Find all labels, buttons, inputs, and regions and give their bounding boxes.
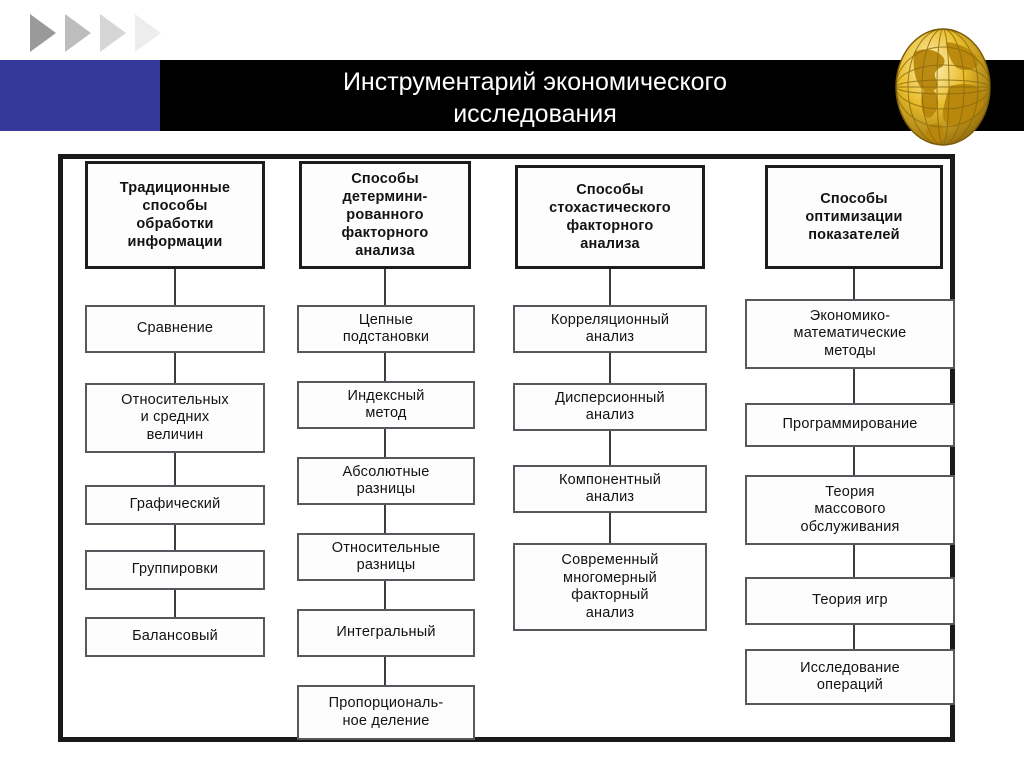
- column-3-item-3-label: Современный многомерный факторный анализ: [561, 552, 659, 621]
- column-1-item-0[interactable]: Сравнение: [85, 305, 265, 353]
- connector-c4-h: [853, 269, 855, 299]
- connector-c3-0: [609, 353, 611, 383]
- column-2-item-5[interactable]: Пропорциональ- ное деление: [297, 685, 475, 740]
- column-1-header-label: Традиционные способы обработки информаци…: [119, 180, 231, 250]
- column-4-header[interactable]: Способы оптимизации показателей: [765, 165, 943, 269]
- column-1-item-1-label: Относительных и средних величин: [121, 391, 229, 443]
- column-2-item-2[interactable]: Абсолютные разницы: [297, 457, 475, 505]
- column-4-item-1[interactable]: Программирование: [745, 403, 955, 447]
- column-1-item-4[interactable]: Балансовый: [85, 617, 265, 657]
- connector-c2-2: [384, 505, 386, 533]
- connector-c2-4: [384, 657, 386, 685]
- connector-c2-1: [384, 429, 386, 457]
- arrow-4-icon: [135, 14, 161, 52]
- column-4-item-2-label: Теория массового обслуживания: [800, 483, 900, 535]
- page-title-line-1: Инструментарий экономического: [342, 68, 728, 96]
- column-1-item-4-label: Балансовый: [132, 628, 218, 645]
- connector-c1-0: [174, 353, 176, 383]
- column-2-item-2-label: Абсолютные разницы: [342, 463, 430, 498]
- connector-c2-0: [384, 353, 386, 381]
- column-4-item-4[interactable]: Исследование операций: [745, 649, 955, 705]
- column-3-header[interactable]: Способы стохастического факторного анали…: [515, 165, 705, 269]
- connector-c1-h: [174, 269, 176, 305]
- arrow-1-icon: [30, 14, 56, 52]
- column-1-header[interactable]: Традиционные способы обработки информаци…: [85, 161, 265, 269]
- column-4-item-0[interactable]: Экономико- математические методы: [745, 299, 955, 369]
- page-title: Инструментарий экономического исследован…: [190, 58, 880, 138]
- connector-c4-3: [853, 625, 855, 649]
- column-1-item-0-label: Сравнение: [136, 320, 214, 337]
- globe-icon: [895, 28, 991, 146]
- connector-c3-h: [609, 269, 611, 305]
- column-2-item-0[interactable]: Цепные подстановки: [297, 305, 475, 353]
- column-4-item-0-label: Экономико- математические методы: [793, 307, 907, 359]
- connector-c4-1: [853, 447, 855, 475]
- column-4-item-3[interactable]: Теория игр: [745, 577, 955, 625]
- column-3-item-2-label: Компонентный анализ: [558, 471, 662, 506]
- column-2-item-5-label: Пропорциональ- ное деление: [328, 695, 444, 729]
- arrow-3-icon: [100, 14, 126, 52]
- column-4-header-label: Способы оптимизации показателей: [805, 191, 903, 243]
- column-2-item-4[interactable]: Интегральный: [297, 609, 475, 657]
- column-1-item-1[interactable]: Относительных и средних величин: [85, 383, 265, 453]
- column-3-item-3[interactable]: Современный многомерный факторный анализ: [513, 543, 707, 631]
- column-3-item-2[interactable]: Компонентный анализ: [513, 465, 707, 513]
- column-4-item-2[interactable]: Теория массового обслуживания: [745, 475, 955, 545]
- connector-c4-0: [853, 369, 855, 403]
- column-3-item-1-label: Дисперсионный анализ: [555, 389, 665, 424]
- column-1-item-2-label: Графический: [129, 496, 221, 513]
- header-accent-block: [0, 60, 160, 131]
- column-2-item-4-label: Интегральный: [336, 624, 436, 641]
- column-1-item-2[interactable]: Графический: [85, 485, 265, 525]
- connector-c4-2: [853, 545, 855, 577]
- column-4-item-3-label: Теория игр: [812, 592, 888, 609]
- column-3-item-0-label: Корреляционный анализ: [550, 311, 670, 346]
- diagram-frame: Традиционные способы обработки информаци…: [58, 154, 955, 742]
- connector-c2-3: [384, 581, 386, 609]
- connector-c1-3: [174, 590, 176, 617]
- page-title-line-2: исследования: [453, 100, 617, 128]
- arrow-2-icon: [65, 14, 91, 52]
- column-3-header-label: Способы стохастического факторного анали…: [549, 182, 671, 252]
- connector-c3-1: [609, 431, 611, 465]
- slide-header: Инструментарий экономического исследован…: [0, 0, 1024, 152]
- column-2-item-1[interactable]: Индексный метод: [297, 381, 475, 429]
- header-black-band: [0, 60, 1024, 131]
- column-2-item-0-label: Цепные подстановки: [342, 311, 430, 346]
- column-4-item-1-label: Программирование: [782, 416, 918, 433]
- arrow-decoration-strip: [30, 14, 170, 54]
- connector-c1-2: [174, 525, 176, 550]
- column-2-header[interactable]: Способы детермини- рованного факторного …: [299, 161, 471, 269]
- column-4-item-4-label: Исследование операций: [800, 659, 900, 694]
- column-3-item-1[interactable]: Дисперсионный анализ: [513, 383, 707, 431]
- column-2-item-3[interactable]: Относительные разницы: [297, 533, 475, 581]
- column-2-item-1-label: Индексный метод: [347, 387, 425, 422]
- connector-c1-1: [174, 453, 176, 485]
- connector-c3-2: [609, 513, 611, 543]
- column-3-item-0[interactable]: Корреляционный анализ: [513, 305, 707, 353]
- connector-c2-h: [384, 269, 386, 305]
- column-2-header-label: Способы детермини- рованного факторного …: [341, 171, 429, 259]
- column-2-item-3-label: Относительные разницы: [331, 539, 441, 574]
- column-1-item-3[interactable]: Группировки: [85, 550, 265, 590]
- column-1-item-3-label: Группировки: [131, 561, 219, 578]
